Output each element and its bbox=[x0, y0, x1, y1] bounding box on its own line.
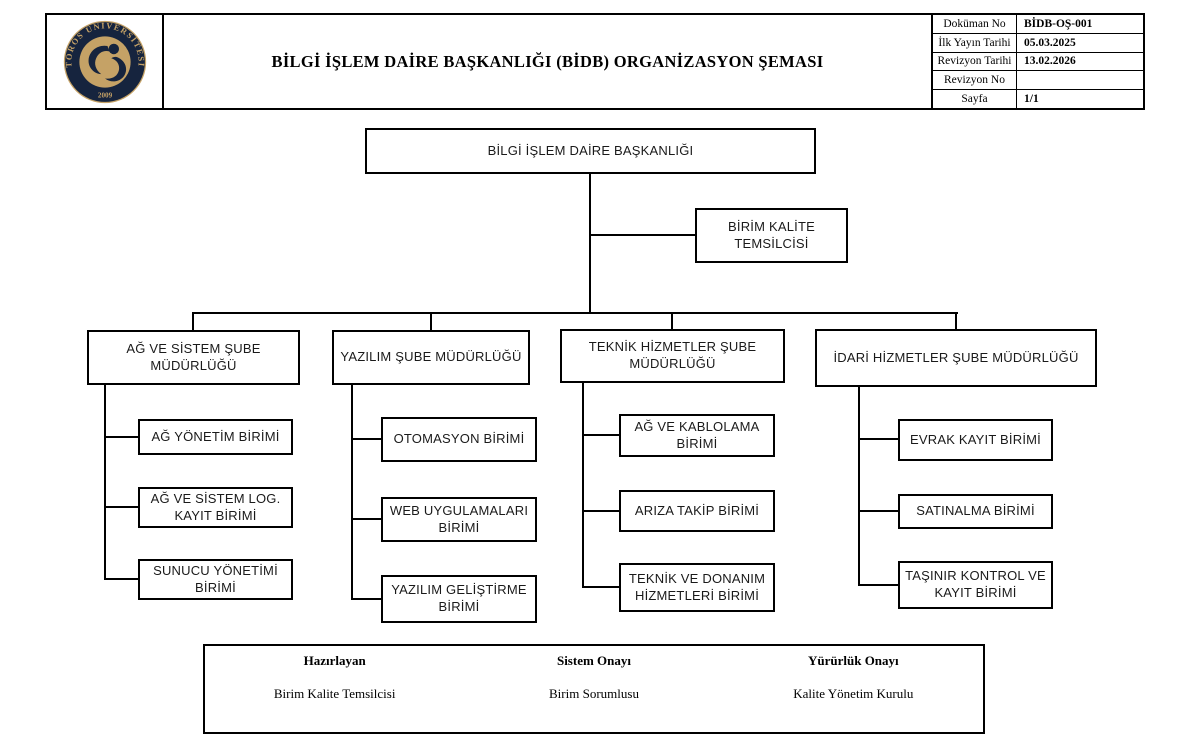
org-box-label: AĞ VE KABLOLAMA BİRİMİ bbox=[634, 418, 760, 451]
approval-value: Birim Kalite Temsilcisi bbox=[273, 686, 396, 701]
org-box-label: OTOMASYON BİRİMİ bbox=[393, 431, 525, 447]
approval-col-sistem-onayi: Sistem Onayı Birim Sorumlusu bbox=[464, 646, 723, 732]
doc-label: Revizyon No bbox=[933, 71, 1017, 90]
org-box-label: İDARİ HİZMETLER ŞUBE MÜDÜRLÜĞÜ bbox=[833, 349, 1079, 365]
org-box-label: BİRİM KALİTE TEMSİLCİSİ bbox=[728, 218, 815, 251]
org-box-label: ARIZA TAKİP BİRİMİ bbox=[634, 502, 760, 518]
doc-label: Revizyon Tarihi bbox=[933, 52, 1017, 71]
approval-col-hazirlayan: Hazırlayan Birim Kalite Temsilcisi bbox=[205, 646, 464, 732]
connector-line bbox=[351, 438, 381, 440]
org-box-unit: AĞ VE SİSTEM LOG. KAYIT BİRİMİ bbox=[138, 487, 293, 528]
connector-line bbox=[104, 436, 138, 438]
org-box-label: AĞ YÖNETİM BİRİMİ bbox=[151, 428, 280, 444]
doc-value: 1/1 bbox=[1024, 93, 1039, 106]
logo-figure-arm2-icon bbox=[104, 56, 126, 81]
org-box-label: SATINALMA BİRİMİ bbox=[916, 503, 1035, 519]
connector-line bbox=[589, 174, 591, 314]
doc-row-revizyon-no: Revizyon No bbox=[933, 71, 1143, 91]
org-box-label: AĞ VE SİSTEM LOG. KAYIT BİRİMİ bbox=[150, 490, 281, 523]
org-box-birim-kalite-temsilcisi: BİRİM KALİTE TEMSİLCİSİ bbox=[695, 208, 848, 263]
connector-line bbox=[671, 312, 673, 330]
org-box-unit: SATINALMA BİRİMİ bbox=[898, 494, 1053, 529]
connector-line bbox=[589, 234, 696, 236]
document-header: TOROS ÜNİVERSİTESİ 2009 BİLGİ İŞLEM DAİR… bbox=[45, 13, 1145, 110]
connector-line bbox=[858, 438, 898, 440]
approval-table: Hazırlayan Birim Kalite Temsilcisi Siste… bbox=[203, 644, 985, 734]
org-box-label: WEB UYGULAMALARI BİRİMİ bbox=[389, 502, 529, 535]
org-box-unit: TAŞINIR KONTROL VE KAYIT BİRİMİ bbox=[898, 561, 1053, 609]
connector-line bbox=[192, 312, 958, 314]
connector-line bbox=[858, 386, 860, 586]
connector-line bbox=[582, 382, 584, 588]
org-box-label: YAZILIM ŞUBE MÜDÜRLÜĞÜ bbox=[340, 349, 522, 365]
org-box-label: EVRAK KAYIT BİRİMİ bbox=[910, 431, 1041, 447]
connector-line bbox=[351, 384, 353, 600]
org-box-unit: EVRAK KAYIT BİRİMİ bbox=[898, 419, 1053, 461]
connector-line bbox=[858, 510, 898, 512]
org-box-branch-idari-hizmetler: İDARİ HİZMETLER ŞUBE MÜDÜRLÜĞÜ bbox=[815, 329, 1097, 387]
doc-value: 13.02.2026 bbox=[1024, 55, 1076, 68]
connector-line bbox=[104, 384, 106, 580]
doc-value: 05.03.2025 bbox=[1024, 36, 1076, 49]
org-box-label: SUNUCU YÖNETİMİ BİRİMİ bbox=[153, 562, 278, 595]
doc-row-revizyon-tarihi: Revizyon Tarihi 13.02.2026 bbox=[933, 52, 1143, 72]
document-title: BİLGİ İŞLEM DAİRE BAŞKANLIĞI (BİDB) ORGA… bbox=[271, 51, 824, 71]
org-box-label: TEKNİK VE DONANIM HİZMETLERİ BİRİMİ bbox=[628, 570, 766, 603]
connector-line bbox=[582, 586, 619, 588]
connector-line bbox=[104, 506, 138, 508]
approval-value: Birim Sorumlusu bbox=[549, 686, 639, 701]
connector-line bbox=[430, 312, 432, 331]
org-box-label: TEKNİK HİZMETLER ŞUBE MÜDÜRLÜĞÜ bbox=[588, 339, 757, 371]
org-box-unit: OTOMASYON BİRİMİ bbox=[381, 417, 537, 462]
approval-label: Hazırlayan bbox=[303, 653, 366, 668]
connector-line bbox=[858, 584, 898, 586]
connector-line bbox=[351, 518, 381, 520]
org-box-unit: ARIZA TAKİP BİRİMİ bbox=[619, 490, 775, 532]
doc-row-ilk-yayin-tarihi: İlk Yayın Tarihi 05.03.2025 bbox=[933, 33, 1143, 53]
org-box-root: BİLGİ İŞLEM DAİRE BAŞKANLIĞI bbox=[365, 128, 816, 174]
org-box-unit: WEB UYGULAMALARI BİRİMİ bbox=[381, 497, 537, 542]
org-box-unit: AĞ YÖNETİM BİRİMİ bbox=[138, 419, 293, 455]
logo-figure-arm-icon bbox=[88, 45, 110, 74]
org-box-unit: AĞ VE KABLOLAMA BİRİMİ bbox=[619, 414, 775, 457]
org-box-label: AĞ VE SİSTEM ŞUBE MÜDÜRLÜĞÜ bbox=[126, 340, 261, 373]
approval-label: Yürürlük Onayı bbox=[807, 653, 899, 668]
doc-label: Doküman No bbox=[933, 15, 1017, 33]
connector-line bbox=[955, 312, 957, 330]
title-cell: BİLGİ İŞLEM DAİRE BAŞKANLIĞI (BİDB) ORGA… bbox=[164, 15, 931, 108]
approval-col-yururluk-onayi: Yürürlük Onayı Kalite Yönetim Kurulu bbox=[724, 646, 983, 732]
org-box-unit: YAZILIM GELİŞTİRME BİRİMİ bbox=[381, 575, 537, 623]
doc-info-table: Doküman No BİDB-OŞ-001 İlk Yayın Tarihi … bbox=[931, 15, 1143, 108]
doc-label: İlk Yayın Tarihi bbox=[933, 33, 1017, 52]
connector-line bbox=[351, 598, 381, 600]
doc-value: BİDB-OŞ-001 bbox=[1024, 17, 1093, 30]
connector-line bbox=[582, 510, 619, 512]
org-box-branch-ag-ve-sistem: AĞ VE SİSTEM ŞUBE MÜDÜRLÜĞÜ bbox=[87, 330, 300, 385]
org-box-unit: TEKNİK VE DONANIM HİZMETLERİ BİRİMİ bbox=[619, 563, 775, 612]
logo-figure-head-icon bbox=[108, 43, 119, 54]
doc-row-sayfa: Sayfa 1/1 bbox=[933, 90, 1143, 108]
logo-cell: TOROS ÜNİVERSİTESİ 2009 bbox=[47, 15, 164, 108]
connector-line bbox=[192, 312, 194, 331]
approval-value: Kalite Yönetim Kurulu bbox=[793, 686, 914, 701]
doc-row-dokuman-no: Doküman No BİDB-OŞ-001 bbox=[933, 15, 1143, 34]
org-box-label: TAŞINIR KONTROL VE KAYIT BİRİMİ bbox=[905, 568, 1046, 600]
org-box-branch-teknik-hizmetler: TEKNİK HİZMETLER ŞUBE MÜDÜRLÜĞÜ bbox=[560, 329, 785, 383]
org-box-label: YAZILIM GELİŞTİRME BİRİMİ bbox=[391, 582, 527, 614]
logo-year: 2009 bbox=[97, 91, 112, 99]
org-box-label: BİLGİ İŞLEM DAİRE BAŞKANLIĞI bbox=[487, 142, 694, 158]
doc-label: Sayfa bbox=[933, 90, 1017, 108]
org-box-unit: SUNUCU YÖNETİMİ BİRİMİ bbox=[138, 559, 293, 600]
connector-line bbox=[104, 578, 138, 580]
connector-line bbox=[582, 434, 619, 436]
university-logo: TOROS ÜNİVERSİTESİ 2009 bbox=[63, 20, 146, 103]
org-box-branch-yazilim: YAZILIM ŞUBE MÜDÜRLÜĞÜ bbox=[332, 330, 530, 385]
approval-label: Sistem Onayı bbox=[556, 653, 632, 668]
